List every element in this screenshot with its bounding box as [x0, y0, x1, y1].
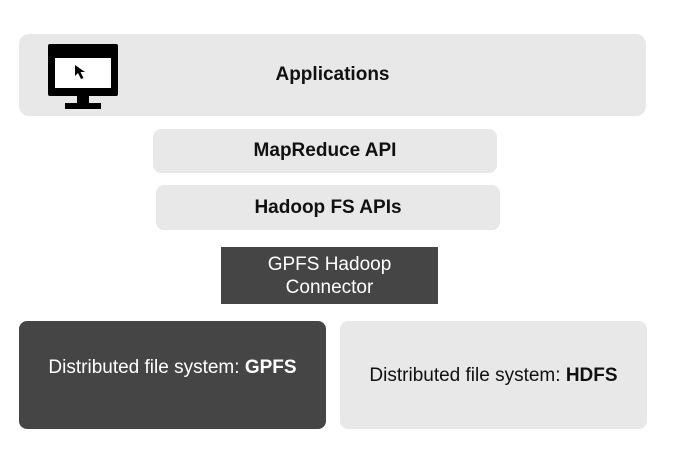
- hdfs-prefix: Distributed file system:: [369, 365, 566, 386]
- mapreduce-api-label: MapReduce API: [253, 140, 397, 161]
- gpfs-hadoop-connector-layer: GPFS Hadoop Connector: [221, 247, 438, 304]
- connector-label-line1: GPFS Hadoop: [267, 253, 392, 275]
- gpfs-name: GPFS: [244, 357, 297, 378]
- gpfs-filesystem-box: Distributed file system: GPFS: [19, 321, 326, 429]
- connector-label-line2: Connector: [285, 276, 374, 298]
- hdfs-filesystem-box: Distributed file system: HDFS: [340, 321, 647, 429]
- hadoop-fs-apis-label: Hadoop FS APIs: [254, 196, 402, 218]
- applications-label: Applications: [275, 64, 390, 85]
- applications-layer: Applications: [19, 34, 646, 116]
- monitor-cursor-icon: [48, 44, 118, 109]
- hadoop-fs-apis-layer: Hadoop FS APIs: [156, 185, 500, 230]
- mapreduce-api-layer: MapReduce API: [153, 129, 497, 173]
- hdfs-name: HDFS: [565, 365, 618, 386]
- gpfs-prefix: Distributed file system:: [48, 357, 245, 378]
